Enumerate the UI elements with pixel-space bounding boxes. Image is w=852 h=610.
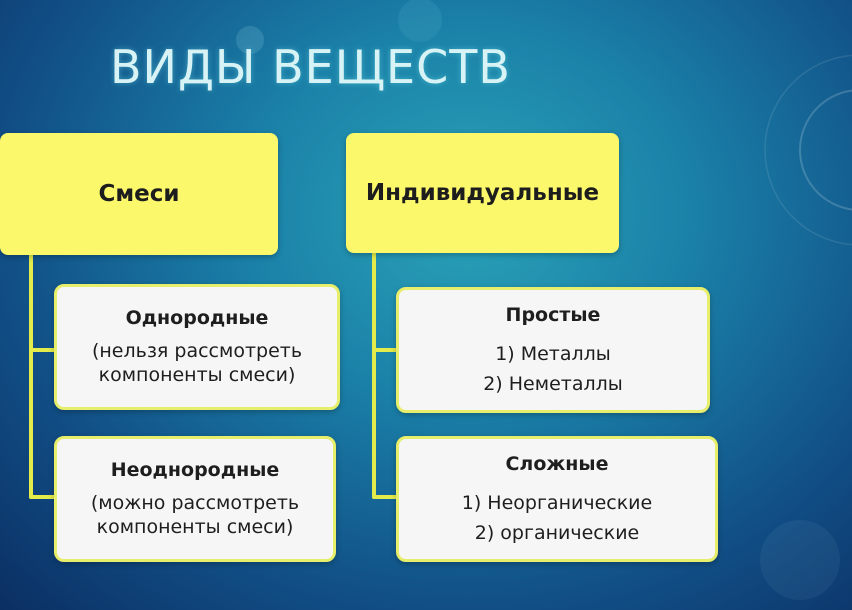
heterogeneous-line-2: компоненты смеси) [96, 516, 294, 539]
complex-title: Сложные [505, 452, 609, 475]
individual-header-box: Индивидуальные [346, 133, 619, 253]
heterogeneous-title: Неоднородные [110, 458, 280, 481]
simple-title: Простые [505, 303, 601, 326]
heterogeneous-line-1: (можно рассмотреть [90, 491, 300, 514]
mixtures-header-label: Смеси [98, 181, 180, 207]
complex-line-1: 1) Неорганические [461, 491, 653, 514]
complex-line-2: 2) органические [474, 522, 640, 545]
mixtures-header-box: Смеси [0, 133, 278, 255]
homogeneous-box: Однородные (нельзя рассмотреть компонент… [54, 284, 340, 410]
page-title: ВИДЫ ВЕЩЕСТВ [110, 40, 511, 94]
individual-header-label: Индивидуальные [365, 180, 600, 206]
homogeneous-line-1: (нельзя рассмотреть [91, 339, 303, 362]
homogeneous-line-2: компоненты смеси) [98, 364, 296, 387]
homogeneous-title: Однородные [125, 306, 269, 329]
simple-line-1: 1) Металлы [495, 342, 611, 365]
simple-substances-box: Простые 1) Металлы 2) Неметаллы [396, 287, 710, 413]
complex-substances-box: Сложные 1) Неорганические 2) органически… [396, 436, 718, 562]
heterogeneous-box: Неоднородные (можно рассмотреть компонен… [54, 436, 336, 562]
simple-line-2: 2) Неметаллы [483, 373, 623, 396]
